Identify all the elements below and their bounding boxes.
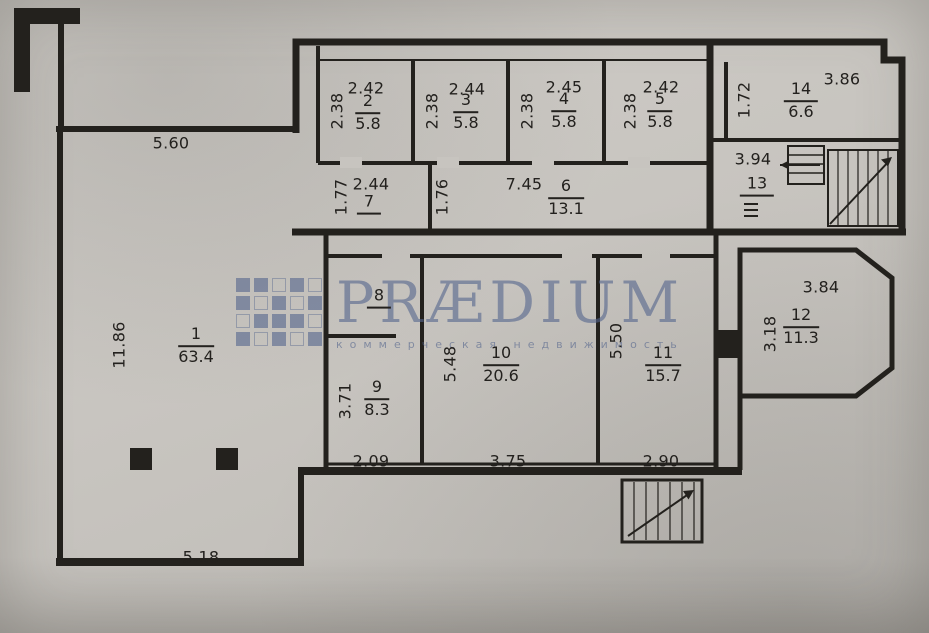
- room-area: 20.6: [483, 366, 519, 385]
- room-7-label: 7: [356, 193, 382, 217]
- room-number: 1: [178, 325, 214, 347]
- dim-room14-width: 3.86: [823, 69, 861, 89]
- room-10-label: 10 20.6: [483, 344, 519, 385]
- room-number: 8: [366, 287, 392, 309]
- room-area: [740, 196, 774, 198]
- room-2-label: 2 5.8: [355, 92, 381, 133]
- room-6-label: 6 13.1: [548, 177, 584, 218]
- dim-room4-depth: 2.38: [517, 92, 537, 130]
- room-4-label: 4 5.8: [551, 90, 577, 131]
- room-12-label: 12 11.3: [783, 306, 819, 347]
- dim-room10-height: 5.48: [440, 345, 460, 383]
- dim-room7-width: 2.44: [352, 174, 390, 194]
- room-1-label: 1 63.4: [178, 325, 214, 366]
- room-area: [357, 214, 381, 216]
- room-area: 11.3: [783, 328, 819, 347]
- door-openings: [340, 157, 650, 168]
- room-number: 4: [551, 90, 577, 112]
- dim-room11-width: 2.90: [642, 451, 680, 471]
- room-number: 6: [548, 177, 584, 199]
- room-number: 5: [647, 90, 673, 112]
- dim-room12-height: 3.18: [760, 315, 780, 353]
- room-13-label: 13: [739, 175, 775, 199]
- dim-room9-width: 2.09: [352, 451, 390, 471]
- room-area: 13.1: [548, 199, 584, 218]
- dim-room2-depth: 2.38: [327, 92, 347, 130]
- room-number: 9: [364, 378, 390, 400]
- dim-room3-depth: 2.38: [422, 92, 442, 130]
- dim-room3-width: 2.44: [448, 79, 486, 99]
- dim-room14-height: 1.72: [734, 81, 754, 119]
- dim-left-height: 11.86: [109, 321, 129, 369]
- room-area: 5.8: [647, 112, 673, 131]
- room-area: 5.8: [453, 113, 479, 132]
- room-9-label: 9 8.3: [364, 378, 390, 419]
- dim-room2-width: 2.42: [347, 78, 385, 98]
- dim-room5-width: 2.42: [642, 77, 680, 97]
- dim-room10-width: 3.75: [489, 451, 527, 471]
- room-number: 13: [739, 175, 775, 197]
- dim-room11-height: 5.50: [606, 322, 626, 360]
- stairs-lower-icon: [620, 478, 704, 544]
- room-number: 7: [356, 193, 382, 215]
- room-area: 6.6: [788, 102, 814, 121]
- room-area: [367, 308, 391, 310]
- room-number: 14: [783, 80, 819, 102]
- room-11-label: 11 15.7: [645, 344, 681, 385]
- room-number: 11: [645, 344, 681, 366]
- dim-top-left-width: 5.60: [152, 133, 190, 153]
- balcony-walls: [14, 8, 80, 92]
- room-area: 15.7: [645, 366, 681, 385]
- room-area: 5.8: [355, 114, 381, 133]
- dim-room4-width: 2.45: [545, 77, 583, 97]
- room-3-label: 3 5.8: [453, 91, 479, 132]
- dim-room7-height: 1.77: [331, 178, 351, 216]
- dim-bottom-left-width: 5.18: [182, 547, 220, 567]
- dim-room13-width: 3.94: [734, 149, 772, 169]
- room-area: 5.8: [551, 112, 577, 131]
- room-number: 12: [783, 306, 819, 328]
- room-14-label: 14 6.6: [783, 80, 819, 121]
- dim-room12-width: 3.84: [802, 277, 840, 297]
- dim-room5-depth: 2.38: [620, 92, 640, 130]
- dim-corridor-height: 1.76: [432, 178, 452, 216]
- room-number: 10: [483, 344, 519, 366]
- stairs-upper-icon: [744, 145, 899, 227]
- room-8-label: 8: [366, 287, 392, 311]
- dim-room6-width: 7.45: [505, 174, 543, 194]
- room-number: 2: [355, 92, 381, 114]
- bay-wall-fixture: [714, 330, 740, 358]
- room-area: 63.4: [178, 347, 214, 366]
- room-number: 3: [453, 91, 479, 113]
- room-5-label: 5 5.8: [647, 90, 673, 131]
- room-area: 8.3: [364, 400, 390, 419]
- columns: [130, 448, 238, 470]
- dim-room9-height: 3.71: [335, 382, 355, 420]
